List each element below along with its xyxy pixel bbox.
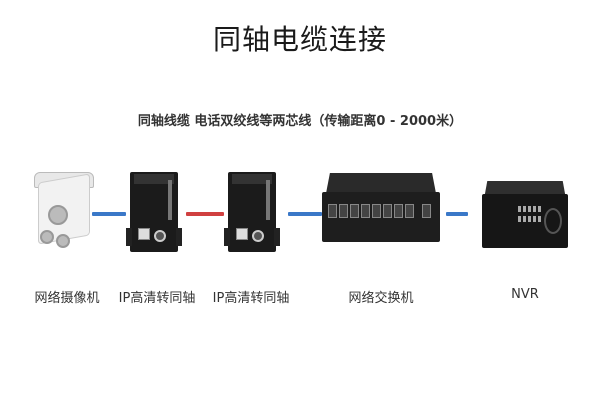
diagram-title: 同轴电缆连接: [212, 23, 387, 56]
label-camera: 网络摄像机: [34, 291, 100, 306]
link-converter-switch: [288, 212, 322, 216]
coax-converter-1-icon: [126, 172, 182, 252]
label-converter-1: IP高清转同轴: [118, 291, 196, 306]
link-switch-nvr: [446, 212, 468, 216]
link-camera-converter: [92, 212, 126, 216]
label-nvr: NVR: [511, 287, 539, 302]
nvr-icon: [482, 180, 568, 250]
network-switch-icon: [322, 172, 440, 248]
coax-converter-2-icon: [224, 172, 280, 252]
label-switch: 网络交换机: [348, 291, 414, 306]
link-converter-converter: [186, 212, 224, 216]
diagram-subtitle: 同轴线缆 电话双绞线等两芯线（传输距离0 - 2000米）: [137, 114, 463, 129]
label-converter-2: IP高清转同轴: [212, 291, 290, 306]
